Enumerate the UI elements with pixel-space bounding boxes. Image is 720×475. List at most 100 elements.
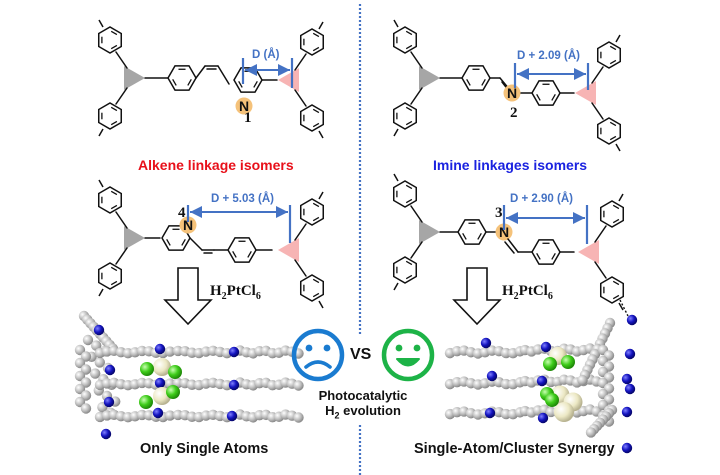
platinum-atom — [153, 358, 171, 376]
carbon-atom — [293, 380, 304, 391]
compound-number-2: 2 — [510, 105, 518, 121]
double-bond — [536, 252, 541, 260]
caption-sub: 2 — [334, 410, 340, 421]
reagent-h: H — [502, 283, 514, 299]
compound-number-3: 3 — [495, 205, 503, 221]
nitrogen-atom — [103, 396, 115, 408]
right-atomic-model — [444, 299, 638, 454]
double-bond — [462, 232, 467, 240]
benzene-ring — [167, 65, 197, 91]
double-bond — [405, 30, 413, 36]
bond — [410, 51, 423, 69]
bond — [410, 87, 423, 105]
caption-line-2: H2 evolution — [298, 403, 428, 424]
double-bond — [405, 106, 413, 112]
double-bond — [609, 135, 617, 141]
bond — [591, 102, 604, 120]
double-bond — [312, 108, 320, 114]
aryl-ring — [596, 41, 622, 69]
bond — [115, 87, 128, 105]
distance-label-1: D (Å) — [252, 49, 280, 61]
extension-bond — [618, 302, 624, 311]
extension-bond — [393, 128, 399, 137]
nitrogen-highlight — [503, 84, 521, 102]
double-bond — [181, 238, 186, 246]
left-node-triangle — [419, 66, 440, 90]
extension-bond — [618, 193, 624, 202]
aryl-ring — [299, 104, 325, 132]
double-bond — [405, 120, 413, 126]
bond — [294, 89, 307, 107]
benzene-ring — [227, 237, 257, 263]
chlorine-atom — [166, 385, 180, 399]
reagent-label-left: H2PtCl6 — [210, 283, 261, 302]
nitrogen-atom-label: N — [507, 85, 517, 101]
extension-bond — [318, 130, 324, 139]
extension-bond — [393, 282, 399, 291]
carbon-atom — [293, 412, 304, 423]
right-node-triangle — [278, 238, 299, 262]
double-bond — [166, 238, 171, 246]
imine-section-title: Imine linkages isomers — [433, 157, 588, 173]
aryl-ring — [392, 26, 418, 54]
double-bond — [612, 218, 620, 224]
nitrogen-atom-label: N — [499, 224, 509, 240]
double-bond — [312, 216, 320, 222]
vs-label: VS — [350, 346, 372, 363]
aryl-ring — [299, 28, 325, 56]
double-bond — [609, 121, 617, 127]
double-bond — [481, 78, 486, 86]
left-outcome-label: Only Single Atoms — [140, 441, 269, 457]
nitrogen-atom — [100, 428, 112, 440]
photocatalytic-caption: Photocatalytic H2 evolution — [298, 388, 428, 424]
carbon-atom — [164, 346, 176, 357]
sad-face-icon — [291, 328, 345, 382]
benzene-ring — [461, 65, 491, 91]
nitrogen-atom — [621, 442, 633, 454]
nitrogen-atom — [484, 407, 496, 419]
carbon-atom — [90, 368, 101, 379]
extension-bond — [98, 19, 104, 28]
aryl-ring — [596, 117, 622, 145]
extension-bond — [98, 179, 104, 188]
double-bond — [247, 250, 252, 258]
extension-bond — [98, 128, 104, 137]
benzene-ring — [457, 219, 487, 245]
bond — [294, 223, 307, 241]
double-bond — [187, 78, 192, 86]
double-bond — [612, 280, 620, 286]
double-bond — [405, 198, 413, 204]
chlorine-atom — [139, 395, 153, 409]
caption-h: H — [325, 403, 335, 418]
extension-bond — [393, 19, 399, 28]
distance-label-3: D + 2.90 (Å) — [510, 193, 573, 205]
aryl-ring — [97, 26, 123, 54]
molecule-4: N — [97, 179, 325, 309]
double-bond — [238, 80, 243, 88]
nitrogen-atom — [540, 341, 552, 353]
nitrogen-atom — [154, 377, 166, 389]
double-bond — [477, 232, 482, 240]
chlorine-atom — [545, 393, 559, 407]
carbon-atom — [94, 357, 106, 368]
double-bond — [612, 204, 620, 210]
nitrogen-atom — [536, 375, 548, 387]
carbon-atom — [80, 403, 92, 414]
extension-bond — [619, 299, 629, 317]
double-bond — [110, 120, 118, 126]
carbon-atom — [577, 375, 588, 386]
nitrogen-atom — [621, 406, 633, 418]
nitrogen-atom — [226, 410, 238, 422]
bond — [195, 65, 206, 79]
left-atomic-model — [74, 310, 304, 440]
compound-number-1: 1 — [244, 110, 252, 126]
chlorine-atom — [561, 355, 575, 369]
double-bond — [172, 78, 177, 86]
nitrogen-atom — [486, 370, 498, 382]
molecule-2: N — [392, 19, 622, 152]
reagent-sub: 6 — [255, 291, 261, 302]
carbon-atom — [585, 427, 597, 438]
double-bond — [612, 294, 620, 300]
down-arrow-left — [163, 267, 213, 326]
